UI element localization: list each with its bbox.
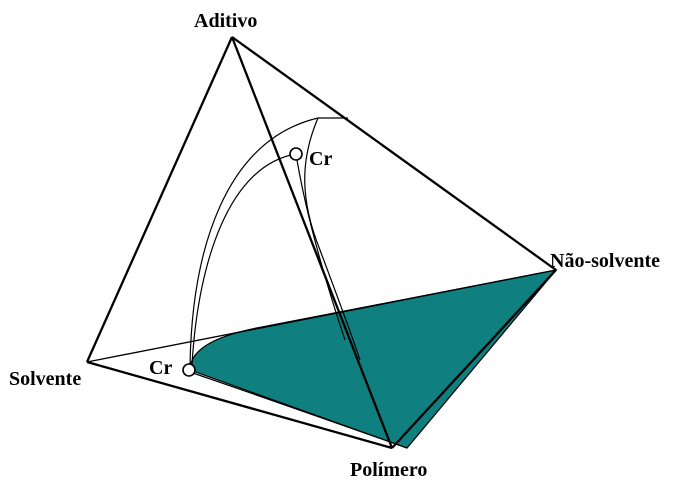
binodal-curve-descending (304, 117, 361, 361)
region-inner-boundary (189, 371, 408, 449)
label-critical-upper: Cr (309, 148, 332, 170)
label-critical-lower: Cr (149, 357, 172, 379)
binodal-curve-inner (191, 153, 297, 366)
binodal-curve-outer (189, 117, 348, 366)
two-phase-region (189, 269, 558, 449)
critical-point-lower (182, 363, 196, 377)
label-nao-solvente: Não-solvente (550, 250, 660, 272)
critical-point-upper (289, 147, 303, 161)
edge-polimero-nao-solvente (391, 269, 557, 449)
critical-path-line (295, 153, 346, 341)
edge-aditivo-nao-solvente (231, 36, 557, 271)
edge-solvente-nao-solvente (86, 269, 557, 363)
label-polimero: Polímero (350, 459, 427, 481)
edge-aditivo-solvente (85, 36, 234, 363)
edge-aditivo-polimero (230, 36, 394, 449)
label-aditivo: Aditivo (194, 10, 257, 32)
label-solvente: Solvente (9, 368, 81, 390)
edge-solvente-polimero (86, 360, 393, 450)
